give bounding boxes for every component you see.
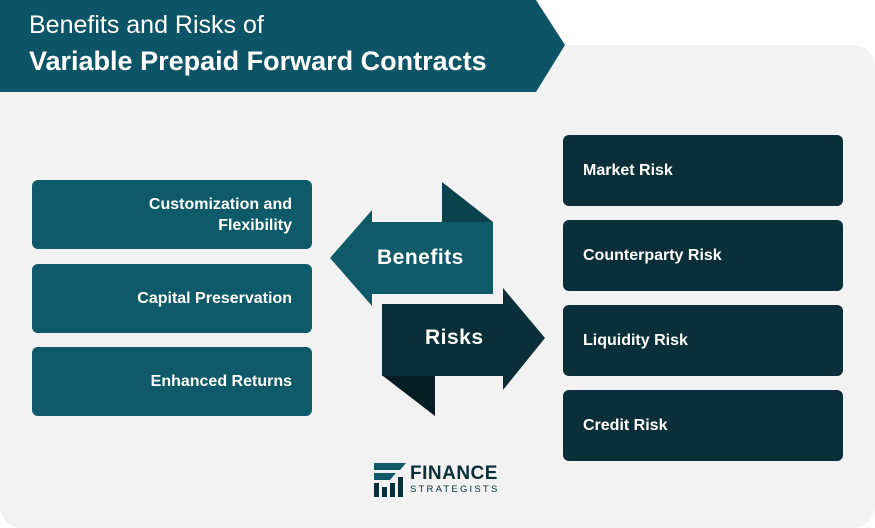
risks-arrow-icon xyxy=(382,288,545,390)
title-line-1: Benefits and Risks of xyxy=(29,11,264,39)
risk-label: Counterparty Risk xyxy=(583,246,722,264)
benefits-arrow-label: Benefits xyxy=(377,246,464,269)
banner-shape xyxy=(0,0,565,92)
benefit-box-enhanced-returns: Enhanced Returns xyxy=(32,347,312,416)
risks-arrow-fold xyxy=(383,376,435,416)
logo-word-strategists: STRATEGISTS xyxy=(410,484,500,495)
risk-label: Market Risk xyxy=(583,161,673,179)
benefit-box-customization: Customization and Flexibility xyxy=(32,180,312,249)
benefits-arrow-icon xyxy=(330,210,493,306)
risk-box-liquidity: Liquidity Risk xyxy=(563,305,843,376)
risk-box-counterparty: Counterparty Risk xyxy=(563,220,843,291)
benefit-label: Capital Preservation xyxy=(137,290,292,307)
risk-label: Credit Risk xyxy=(583,416,668,434)
benefit-box-capital-preservation: Capital Preservation xyxy=(32,264,312,333)
exchange-arrows: Benefits Risks xyxy=(325,180,550,425)
benefit-label: Customization and Flexibility xyxy=(148,195,292,234)
finance-strategists-logo: FINANCE STRATEGISTS xyxy=(372,462,512,498)
arrows-graphic xyxy=(330,182,545,416)
logo-word-finance: FINANCE xyxy=(410,463,498,484)
risk-label: Liquidity Risk xyxy=(583,331,688,349)
title-banner: Benefits and Risks of Variable Prepaid F… xyxy=(0,0,565,92)
logo-icon xyxy=(374,463,406,497)
risk-box-market: Market Risk xyxy=(563,135,843,206)
benefit-label: Enhanced Returns xyxy=(150,373,292,390)
benefits-arrow-fold xyxy=(442,182,493,222)
title-line-2: Variable Prepaid Forward Contracts xyxy=(29,46,487,76)
risks-arrow-label: Risks xyxy=(425,326,484,349)
risk-box-credit: Credit Risk xyxy=(563,390,843,461)
